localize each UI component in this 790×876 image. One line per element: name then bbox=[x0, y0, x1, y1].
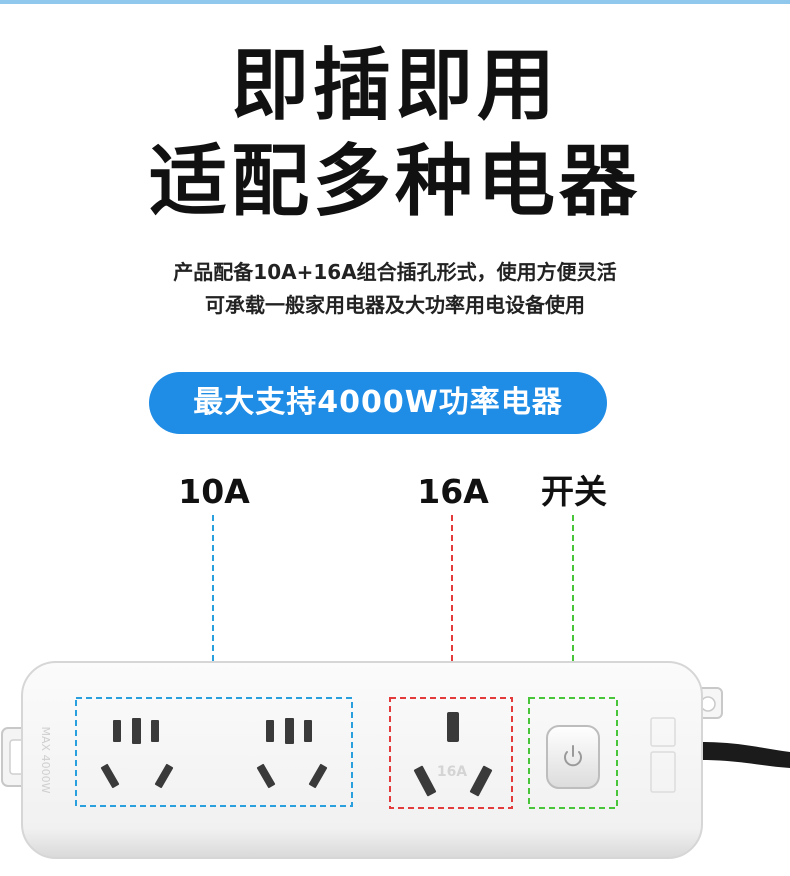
callout-box-switch bbox=[528, 697, 618, 809]
description-line-2: 可承载一般家用电器及大功率用电设备使用 bbox=[205, 293, 585, 317]
socket-16a-print: 16A bbox=[437, 764, 467, 780]
callout-label-10a: 10A bbox=[178, 472, 250, 511]
callout-label-16a: 16A bbox=[417, 472, 489, 511]
socket-10a-left bbox=[100, 718, 174, 789]
power-cable bbox=[700, 742, 790, 768]
description-line-1: 产品配备10A+16A组合插孔形式，使用方便灵活 bbox=[173, 260, 617, 284]
headline-line-2: 适配多种电器 bbox=[148, 137, 641, 227]
callout-label-switch: 开关 bbox=[541, 472, 607, 511]
certification-mark-icon bbox=[650, 717, 676, 793]
max-rating-print: MAX 4000W bbox=[39, 727, 52, 794]
headline-line-1: 即插即用 bbox=[230, 41, 559, 131]
power-icon bbox=[564, 745, 582, 767]
top-divider bbox=[0, 0, 790, 4]
max-power-badge: 最大支持4000W功率电器 bbox=[149, 372, 607, 434]
socket-16a: 16A bbox=[413, 712, 493, 797]
socket-10a-right bbox=[256, 718, 328, 789]
callout-box-10a bbox=[75, 697, 353, 807]
callout-box-16a bbox=[389, 697, 513, 809]
